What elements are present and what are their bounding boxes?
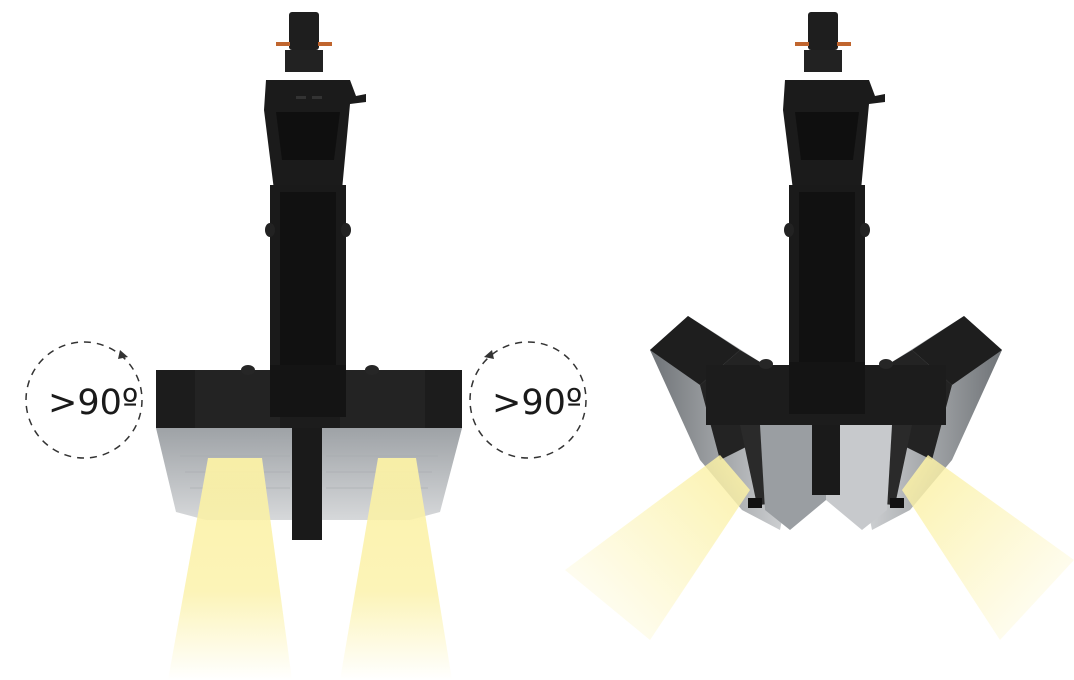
copper-contact-right — [837, 42, 851, 46]
copper-contact-right — [318, 42, 332, 46]
rotate-arrow-icon — [484, 350, 494, 359]
light-beam-left — [168, 458, 292, 680]
right-fixture — [565, 12, 1074, 640]
light-beam-right — [902, 455, 1074, 640]
light-beam-right — [340, 458, 452, 680]
copper-contact-left — [795, 42, 809, 46]
rotation-indicator-left — [25, 341, 143, 459]
rotation-angle-label-right: >90º — [492, 383, 583, 423]
rotate-arrow-icon — [118, 350, 128, 359]
rotation-angle-label-left: >90º — [48, 383, 139, 423]
track-adapter — [808, 12, 838, 50]
track-adapter — [289, 12, 319, 50]
left-fixture — [156, 12, 462, 680]
rotation-indicator-right — [469, 341, 587, 459]
copper-contact-left — [276, 42, 290, 46]
light-beam-left — [565, 455, 750, 640]
